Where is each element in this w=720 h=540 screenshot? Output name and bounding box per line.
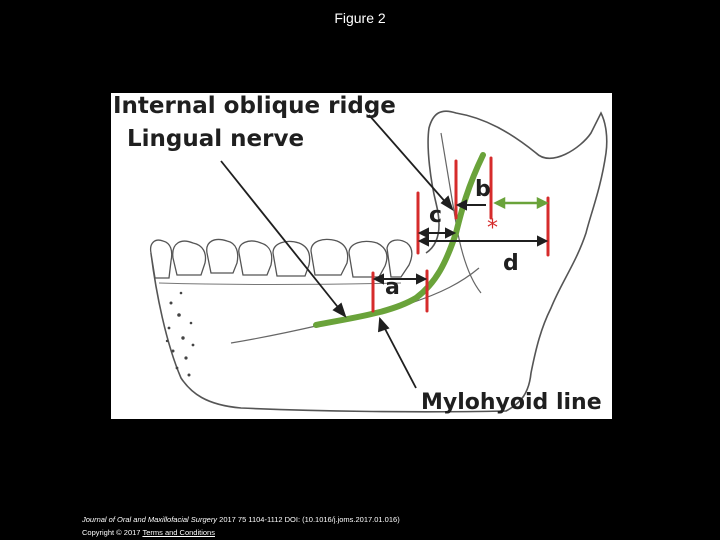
label-internal-oblique-ridge: Internal oblique ridge <box>113 93 396 119</box>
bone-texture <box>165 291 195 377</box>
label-mylohyoid-line: Mylohyoid line <box>421 390 602 415</box>
citation-details: 2017 75 1104-1112 DOI: (10.1016/j.joms.2… <box>217 515 400 524</box>
mandible-figure: * Internal oblique ridge Lingual nerve M… <box>111 93 612 419</box>
label-c: c <box>429 203 443 228</box>
copyright-text: Copyright © 2017 <box>82 528 143 537</box>
journal-name: Journal of Oral and Maxillofacial Surger… <box>82 515 218 524</box>
pointer-lines <box>220 114 454 389</box>
mandible-outline <box>150 110 608 413</box>
nerve-width-arrow <box>493 196 549 210</box>
label-a: a <box>385 275 400 300</box>
alveolar-crest <box>158 282 402 285</box>
label-lingual-nerve: Lingual nerve <box>127 126 305 152</box>
terms-link[interactable]: Terms and Conditions <box>142 528 215 537</box>
asterisk-marker: * <box>487 216 498 241</box>
measure-arrows <box>372 199 549 285</box>
figure-title: Figure 2 <box>334 10 386 26</box>
label-b: b <box>475 177 491 202</box>
lingual-nerve-path <box>313 152 486 328</box>
mandible-illustration: * <box>149 110 608 413</box>
citation: Journal of Oral and Maxillofacial Surger… <box>82 515 400 524</box>
copyright: Copyright © 2017 Terms and Conditions <box>82 528 215 537</box>
measure-lines <box>371 156 550 313</box>
mylohyoid-ridge <box>230 267 480 344</box>
label-d: d <box>503 251 519 276</box>
teeth-row <box>149 238 413 279</box>
